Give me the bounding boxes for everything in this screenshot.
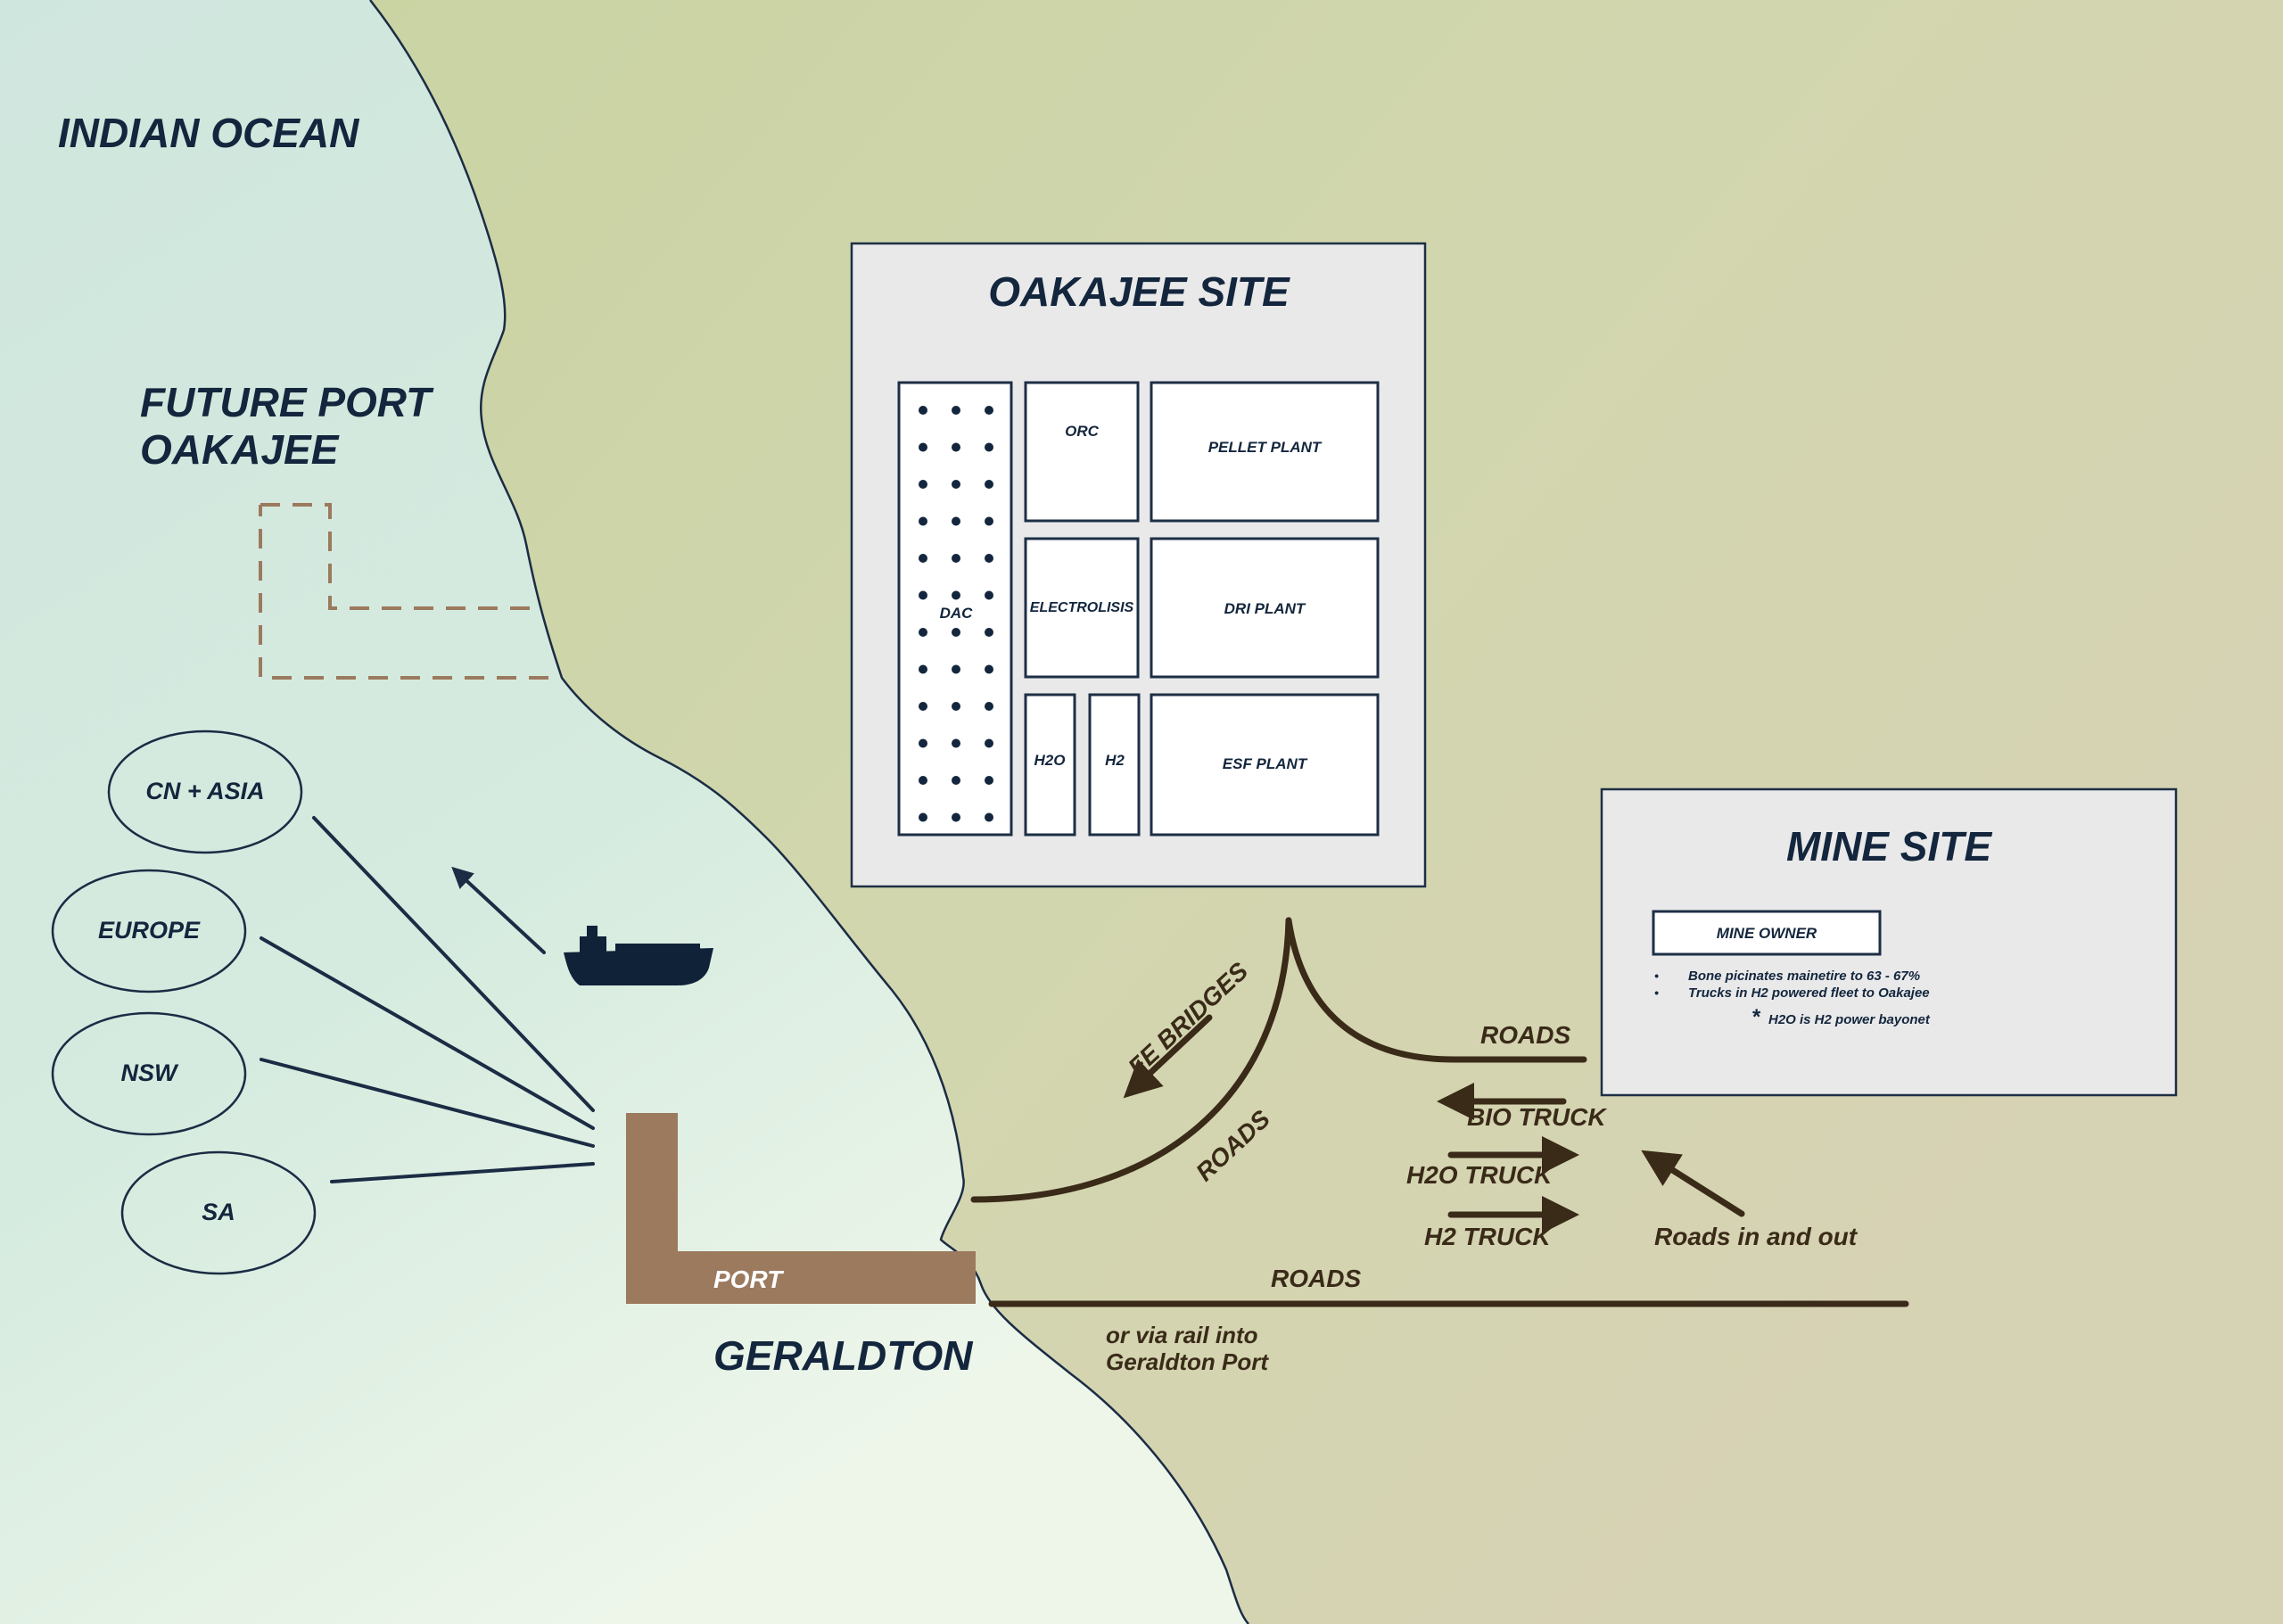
dac-dot [985, 480, 993, 489]
dac-dot [919, 664, 927, 674]
ship-direction-arrow [451, 866, 546, 954]
dac-dot [919, 628, 927, 637]
dac-dot [919, 590, 927, 600]
orc-unit: ORC [1024, 381, 1140, 523]
dac-dot [919, 442, 927, 452]
dac-dot [952, 702, 960, 711]
destination-sa: SA [120, 1150, 317, 1275]
pellet-plant-unit: PELLET PLANT [1150, 381, 1380, 523]
dac-dot [985, 738, 993, 748]
port-label: PORT [713, 1265, 785, 1293]
bullet-dot: • [1654, 985, 1659, 1000]
port-structure [626, 1113, 976, 1304]
dac-dot [985, 702, 993, 711]
future-port-outline [259, 503, 548, 680]
svg-text:ORC: ORC [1065, 423, 1100, 440]
road-curve-to-oakajee [970, 917, 1292, 1203]
dac-unit: DAC [897, 381, 1013, 837]
rail-note-line2: Geraldton Port [1106, 1348, 1269, 1375]
h2-truck-label: H2 TRUCK [1424, 1223, 1552, 1250]
dac-dot [952, 442, 960, 452]
dac-dot [919, 776, 927, 785]
dac-dot [919, 554, 927, 563]
roads-bottom-label: ROADS [1271, 1265, 1361, 1292]
svg-text:NSW: NSW [121, 1059, 180, 1086]
dac-dot [985, 590, 993, 600]
coastline [369, 0, 1249, 1624]
bio-truck-label: BIO TRUCK [1467, 1103, 1607, 1131]
mine-bullet-2: Trucks in H2 powered fleet to Oakajee [1688, 985, 1930, 1001]
dac-dot [985, 554, 993, 563]
dac-dot [985, 812, 993, 822]
svg-text:PELLET PLANT: PELLET PLANT [1208, 439, 1323, 456]
dac-dot [952, 516, 960, 526]
mine-bullet-1: Bone picinates mainetire to 63 - 67% [1688, 969, 1920, 984]
oakajee-site-title: OAKAJEE SITE [988, 268, 1290, 315]
svg-text:SA: SA [202, 1199, 235, 1225]
dac-dot [952, 590, 960, 600]
svg-text:DAC: DAC [940, 605, 974, 622]
h2o-unit: H2O [1024, 693, 1076, 837]
future-port-label-line1: FUTURE PORT [140, 379, 434, 425]
dac-dot [952, 406, 960, 415]
dac-dot [952, 628, 960, 637]
bullet-dot: • [1654, 969, 1659, 983]
dac-dot [919, 812, 927, 822]
oakajee-site-panel: OAKAJEE SITE DAC ORC PELLET PLANT ELECTR… [850, 242, 1427, 888]
fe-bridges-arrow [1123, 1014, 1213, 1099]
future-port-label-line2: OAKAJEE [140, 426, 340, 473]
h2o-truck-label: H2O TRUCK [1406, 1161, 1554, 1189]
road-upper-to-mine [1285, 917, 1587, 1063]
svg-text:H2O: H2O [1034, 752, 1066, 769]
svg-text:ESF PLANT: ESF PLANT [1223, 755, 1308, 772]
dac-dot [952, 480, 960, 489]
ship-icon [564, 926, 713, 985]
dac-dot [919, 480, 927, 489]
destination-europe: EUROPE [51, 869, 247, 993]
roads-in-out-label: Roads in and out [1654, 1223, 1859, 1250]
dac-dot [919, 738, 927, 748]
mine-site-panel: MINE SITE MINE OWNER • Bone picinates ma… [1600, 787, 2178, 1097]
ocean-label: INDIAN OCEAN [58, 110, 359, 156]
dac-dot [952, 738, 960, 748]
svg-text:H2: H2 [1105, 752, 1125, 769]
dac-dot [985, 776, 993, 785]
dac-dot [952, 776, 960, 785]
dac-dot [919, 516, 927, 526]
dac-dot [952, 554, 960, 563]
dac-dot [919, 406, 927, 415]
dac-dot [985, 442, 993, 452]
dac-dot [985, 406, 993, 415]
dac-dot [985, 516, 993, 526]
dac-dot [985, 628, 993, 637]
dac-dot [919, 702, 927, 711]
dac-dot [952, 664, 960, 674]
mine-note: H2O is H2 power bayonet [1768, 1012, 1931, 1027]
dri-plant-unit: DRI PLANT [1150, 537, 1380, 679]
dac-dot [985, 664, 993, 674]
dac-dot-grid [919, 406, 993, 822]
esf-plant-unit: ESF PLANT [1150, 693, 1380, 837]
mine-owner-box: MINE OWNER [1652, 910, 1882, 956]
svg-text:MINE OWNER: MINE OWNER [1717, 925, 1817, 942]
dac-dot [952, 812, 960, 822]
ocean-area [0, 0, 1249, 1624]
destination-nsw: NSW [51, 1011, 247, 1136]
svg-text:DRI PLANT: DRI PLANT [1224, 600, 1306, 617]
mine-site-title: MINE SITE [1786, 823, 1992, 870]
city-label: GERALDTON [713, 1332, 973, 1379]
roads-upper-label: ROADS [1480, 1021, 1570, 1049]
rail-note-line1: or via rail into [1106, 1322, 1258, 1348]
svg-text:EUROPE: EUROPE [98, 917, 201, 944]
svg-text:ELECTROLISIS: ELECTROLISIS [1030, 600, 1134, 615]
h2-unit: H2 [1088, 693, 1141, 837]
electrolysis-unit: ELECTROLISIS [1024, 537, 1140, 679]
shipping-lines [260, 816, 595, 1183]
roads-in-out-arrow [1641, 1150, 1745, 1217]
svg-text:CN + ASIA: CN + ASIA [145, 778, 264, 804]
mine-note-mark: * [1751, 1005, 1761, 1029]
destination-cn-asia: CN + ASIA [107, 730, 303, 854]
